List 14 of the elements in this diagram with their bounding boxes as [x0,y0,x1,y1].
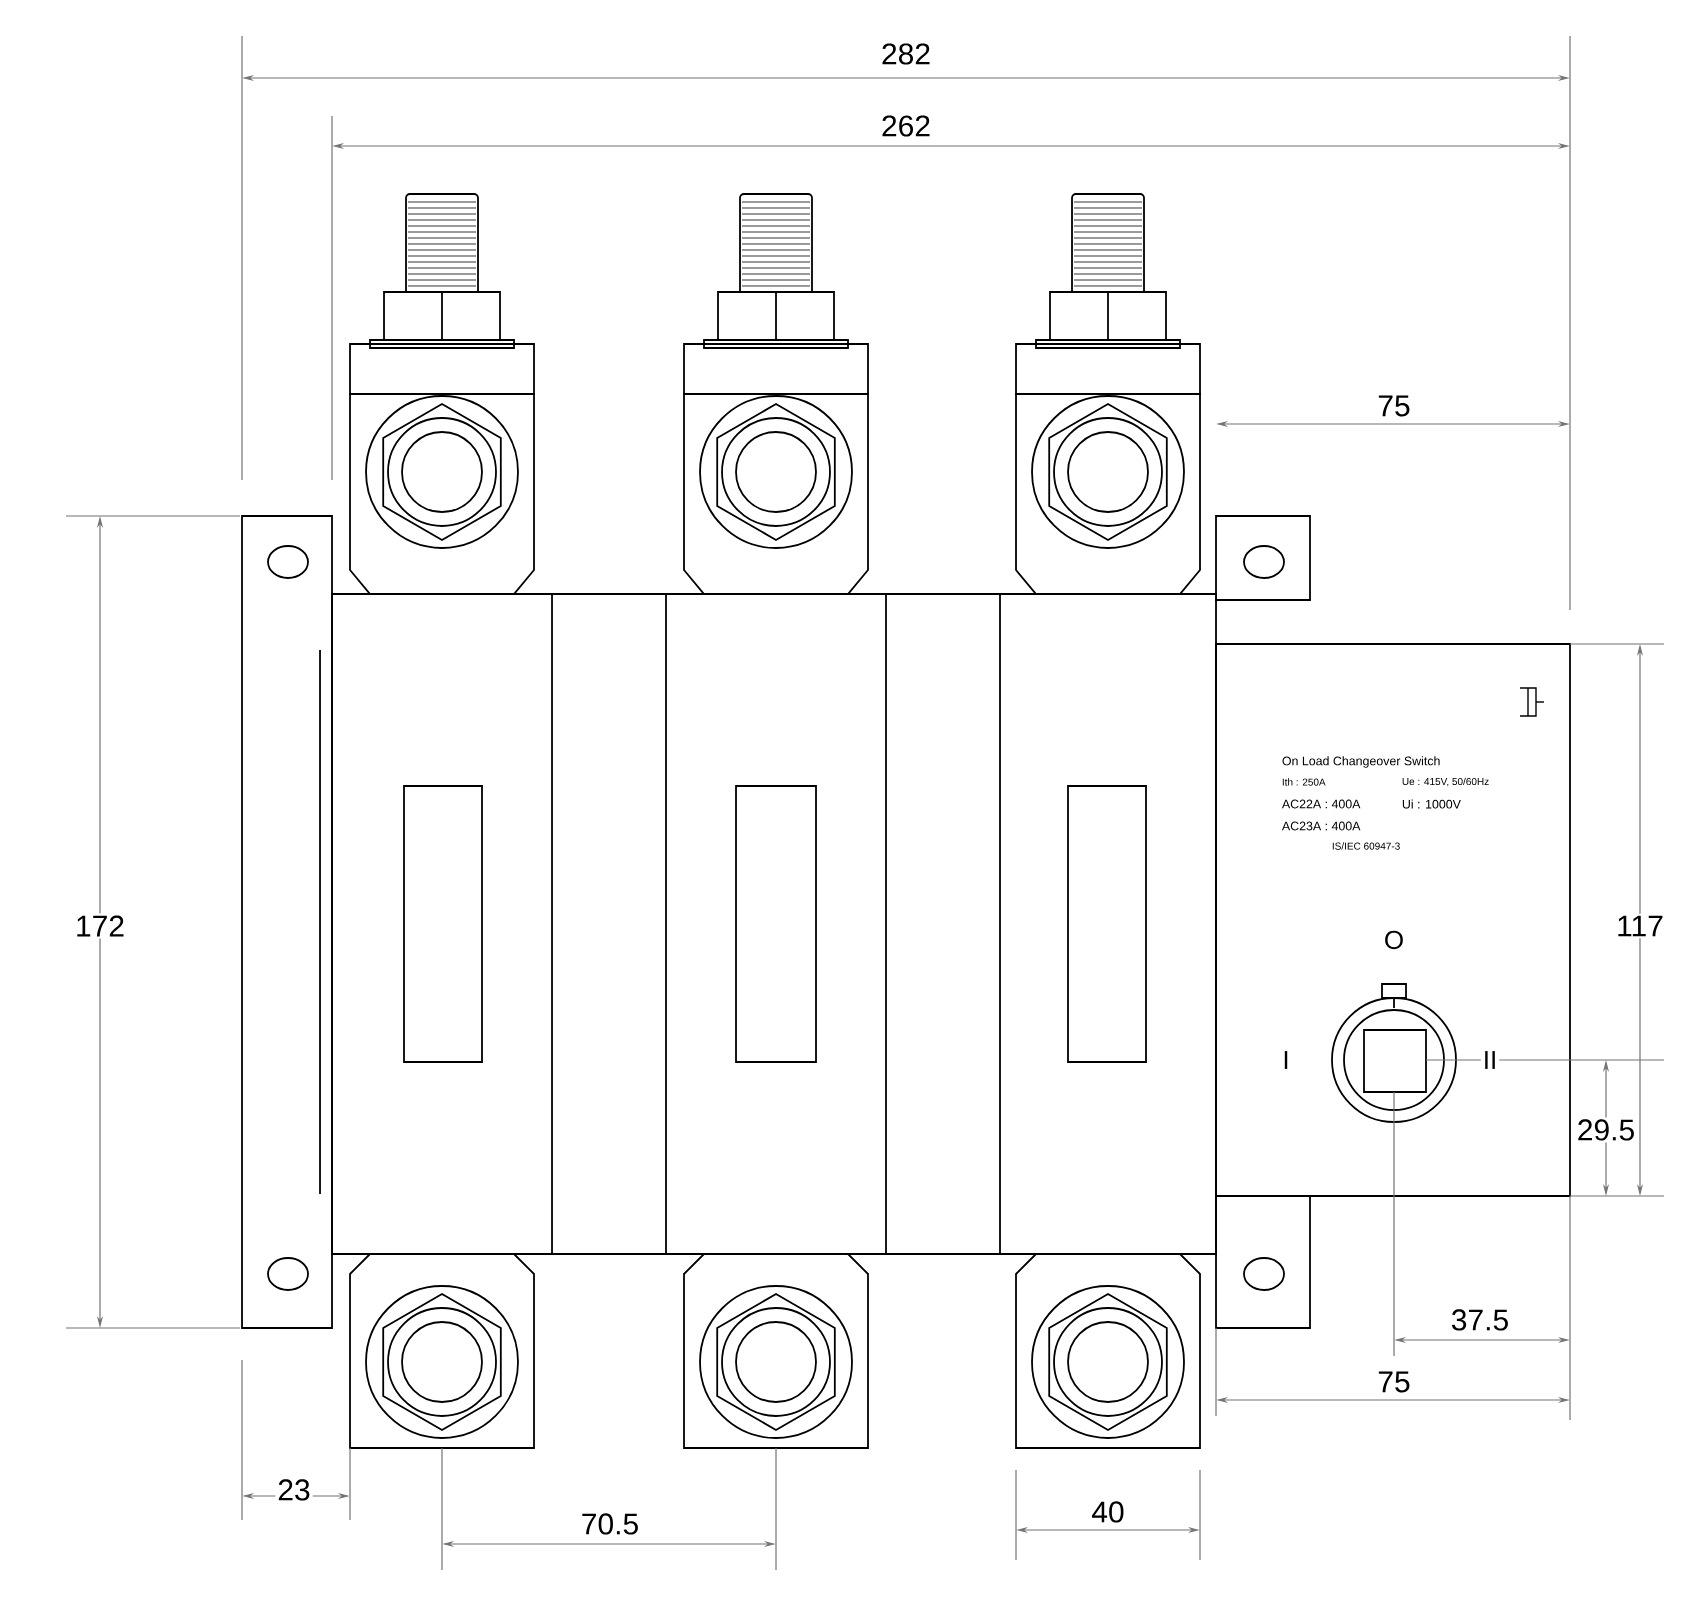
switch-position-mark: I [1280,1049,1292,1071]
dimension-label: 75 [1375,393,1413,419]
dimension-label: 282 [879,41,934,67]
switch-position-mark: O [1381,928,1407,952]
dimension-label: 117 [1614,913,1666,939]
dimension-label: 70.5 [578,1511,642,1537]
switch-position-mark: II [1480,1049,1500,1071]
dimension-label: 23 [275,1477,313,1503]
dimension-label: 262 [879,113,934,139]
dimension-label: 37.5 [1448,1307,1512,1333]
dimension-label: 75 [1375,1369,1413,1395]
dimension-label: 29.5 [1574,1117,1638,1143]
dimension-label: 172 [73,913,128,939]
dimension-label: 40 [1089,1499,1127,1525]
